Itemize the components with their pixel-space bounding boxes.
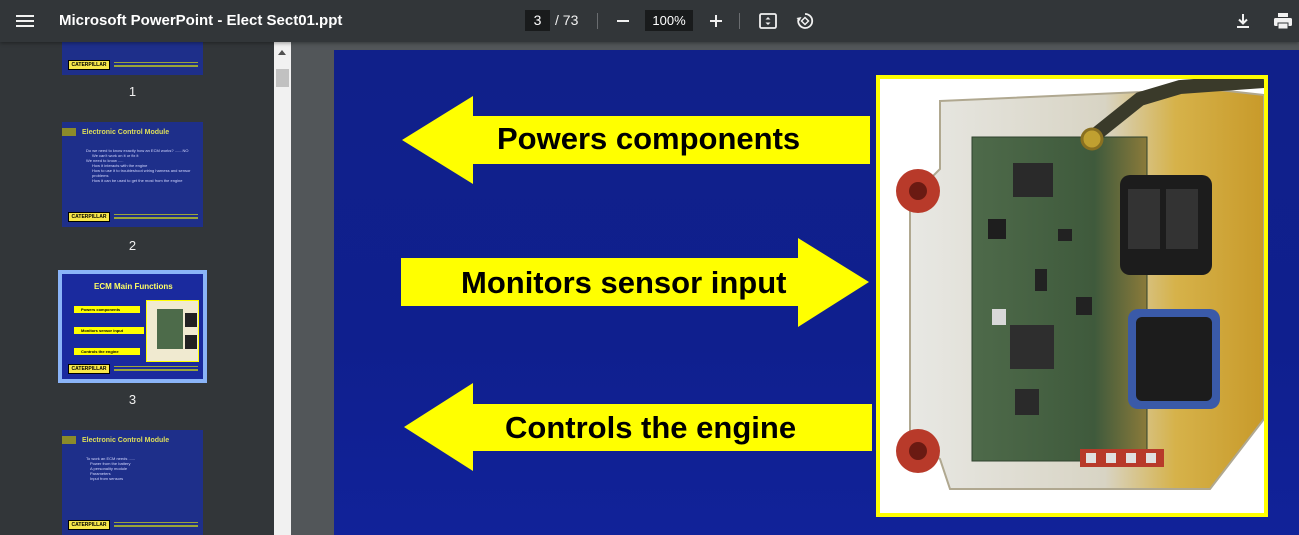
- thumbnail-title: Electronic Control Module: [82, 437, 170, 444]
- thumbnail-stripe: [114, 522, 198, 523]
- thumbnail-page-4[interactable]: Electronic Control Module To work an ECM…: [62, 430, 203, 535]
- ecm-photo: [876, 75, 1268, 517]
- thumbnail-stripe: [114, 62, 198, 63]
- thumbnail-number: 2: [128, 238, 137, 253]
- thumbnail-stripe: [114, 217, 198, 219]
- page-number-input[interactable]: 3: [525, 10, 550, 31]
- caterpillar-logo: CATERPILLAR: [68, 212, 110, 222]
- toolbar-divider: [739, 13, 740, 29]
- thumbnail-body: Do we need to know exactly how an ECM wo…: [86, 148, 191, 183]
- thumbnail-stripe: [114, 369, 198, 371]
- thumbnail-stripe: [114, 65, 198, 67]
- fit-to-page-icon[interactable]: [758, 11, 778, 31]
- thumbnail-stripe: [114, 366, 198, 367]
- thumbnail-stripe: [114, 525, 198, 527]
- thumbnail-title-bar: [62, 128, 76, 136]
- caterpillar-logo: CATERPILLAR: [68, 520, 110, 530]
- scroll-up-arrow-icon[interactable]: [278, 50, 286, 55]
- toolbar-divider: [597, 13, 598, 29]
- left-arrow-shape: [402, 96, 870, 184]
- sidebar-scrollbar[interactable]: [274, 42, 291, 535]
- thumbnail-arrow: Monitors sensor input: [74, 327, 144, 334]
- thumbnail-arrow: Powers components: [74, 306, 140, 313]
- scrollbar-thumb[interactable]: [276, 69, 289, 87]
- arrow-label-controls: Controls the engine: [505, 410, 797, 445]
- thumbnail-body: To work an ECM needs ...... Power from t…: [86, 456, 136, 481]
- thumbnail-sidebar[interactable]: CATERPILLAR 1 Electronic Control Module …: [0, 42, 274, 535]
- right-arrow-shape: [401, 238, 869, 327]
- thumbnail-stripe: [114, 214, 198, 215]
- download-icon[interactable]: [1233, 11, 1253, 31]
- thumbnail-title-bar: [62, 436, 76, 444]
- thumbnail-ecm-photo: [146, 300, 199, 362]
- caterpillar-logo: CATERPILLAR: [68, 364, 110, 374]
- caterpillar-logo: CATERPILLAR: [68, 60, 110, 70]
- pdf-toolbar: Microsoft PowerPoint - Elect Sect01.ppt …: [0, 0, 1299, 42]
- zoom-in-icon[interactable]: [707, 12, 725, 30]
- slide-page-3: Powers components Monitors sensor input …: [334, 50, 1299, 535]
- menu-icon[interactable]: [12, 9, 38, 33]
- arrow-label-powers: Powers components: [497, 121, 801, 156]
- left-arrow-shape: [404, 383, 872, 471]
- arrow-label-monitors: Monitors sensor input: [461, 265, 787, 300]
- thumbnail-title: ECM Main Functions: [94, 282, 173, 291]
- thumbnail-number: 3: [128, 392, 137, 407]
- thumbnail-page-2[interactable]: Electronic Control Module Do we need to …: [62, 122, 203, 227]
- page-total: / 73: [555, 12, 579, 28]
- zoom-out-icon[interactable]: [614, 12, 632, 30]
- document-title: Microsoft PowerPoint - Elect Sect01.ppt: [59, 12, 343, 29]
- document-viewer[interactable]: Powers components Monitors sensor input …: [291, 42, 1299, 535]
- thumbnail-arrow: Controls the engine: [74, 348, 140, 355]
- thumbnail-page-1[interactable]: CATERPILLAR: [62, 42, 203, 75]
- thumbnail-page-3[interactable]: ECM Main Functions Powers components Mon…: [58, 270, 207, 383]
- thumbnail-number: 1: [128, 84, 137, 99]
- rotate-icon[interactable]: [795, 11, 815, 31]
- print-icon[interactable]: [1272, 11, 1294, 31]
- thumbnail-title: Electronic Control Module: [82, 129, 170, 136]
- zoom-level-input[interactable]: 100%: [645, 10, 693, 31]
